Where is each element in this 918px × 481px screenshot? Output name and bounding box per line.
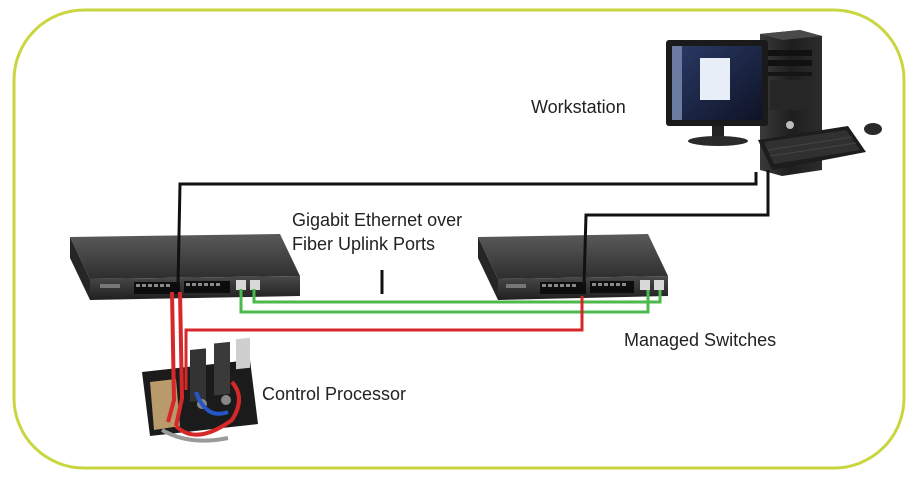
diagram-frame — [12, 8, 906, 470]
control-cable-to-left-switch-b — [174, 291, 185, 427]
managed-switch-left — [70, 234, 300, 300]
control-processor-label: Control Processor — [262, 384, 407, 404]
fiber-uplink-cable-inner — [252, 289, 662, 304]
control-cable-loop — [174, 380, 241, 437]
control-cable-to-left-switch-a — [166, 291, 177, 423]
managed-switch-right — [478, 234, 668, 300]
workstation-computer — [666, 30, 882, 176]
ethernet-cable-left — [176, 172, 758, 286]
mouse — [864, 123, 882, 135]
keyboard — [758, 126, 866, 170]
uplink-label-line1: Gigabit Ethernet over — [292, 210, 463, 230]
workstation-label: Workstation — [531, 97, 626, 117]
monitor — [666, 40, 768, 146]
control-processor-device — [142, 337, 258, 443]
control-cable-to-right-switch — [184, 296, 584, 390]
ethernet-cable-right — [582, 170, 770, 286]
managed-switches-label: Managed Switches — [624, 330, 777, 350]
uplink-label-line2: Fiber Uplink Ports — [292, 234, 436, 254]
